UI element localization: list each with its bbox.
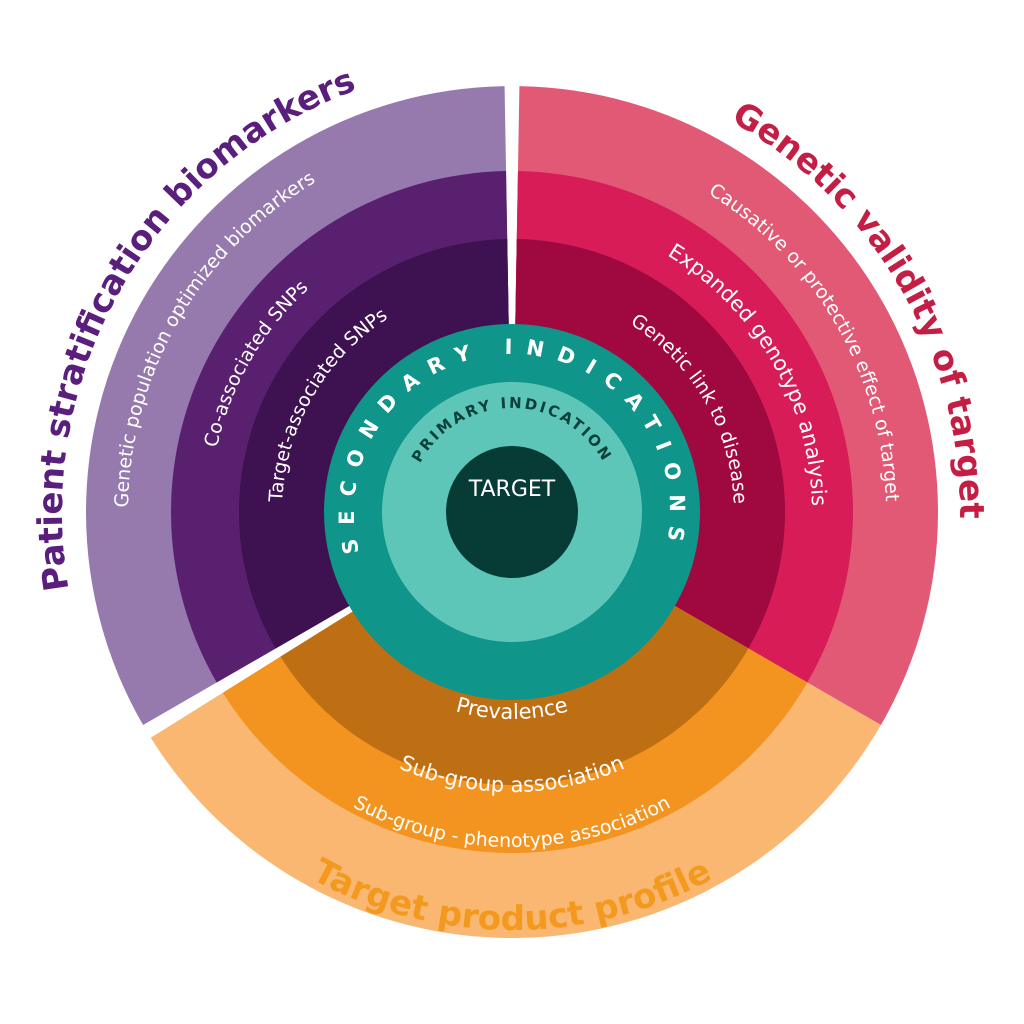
target-center-disc bbox=[446, 446, 578, 578]
sector-rings bbox=[85, 86, 938, 938]
target-label: TARGET bbox=[468, 477, 556, 502]
